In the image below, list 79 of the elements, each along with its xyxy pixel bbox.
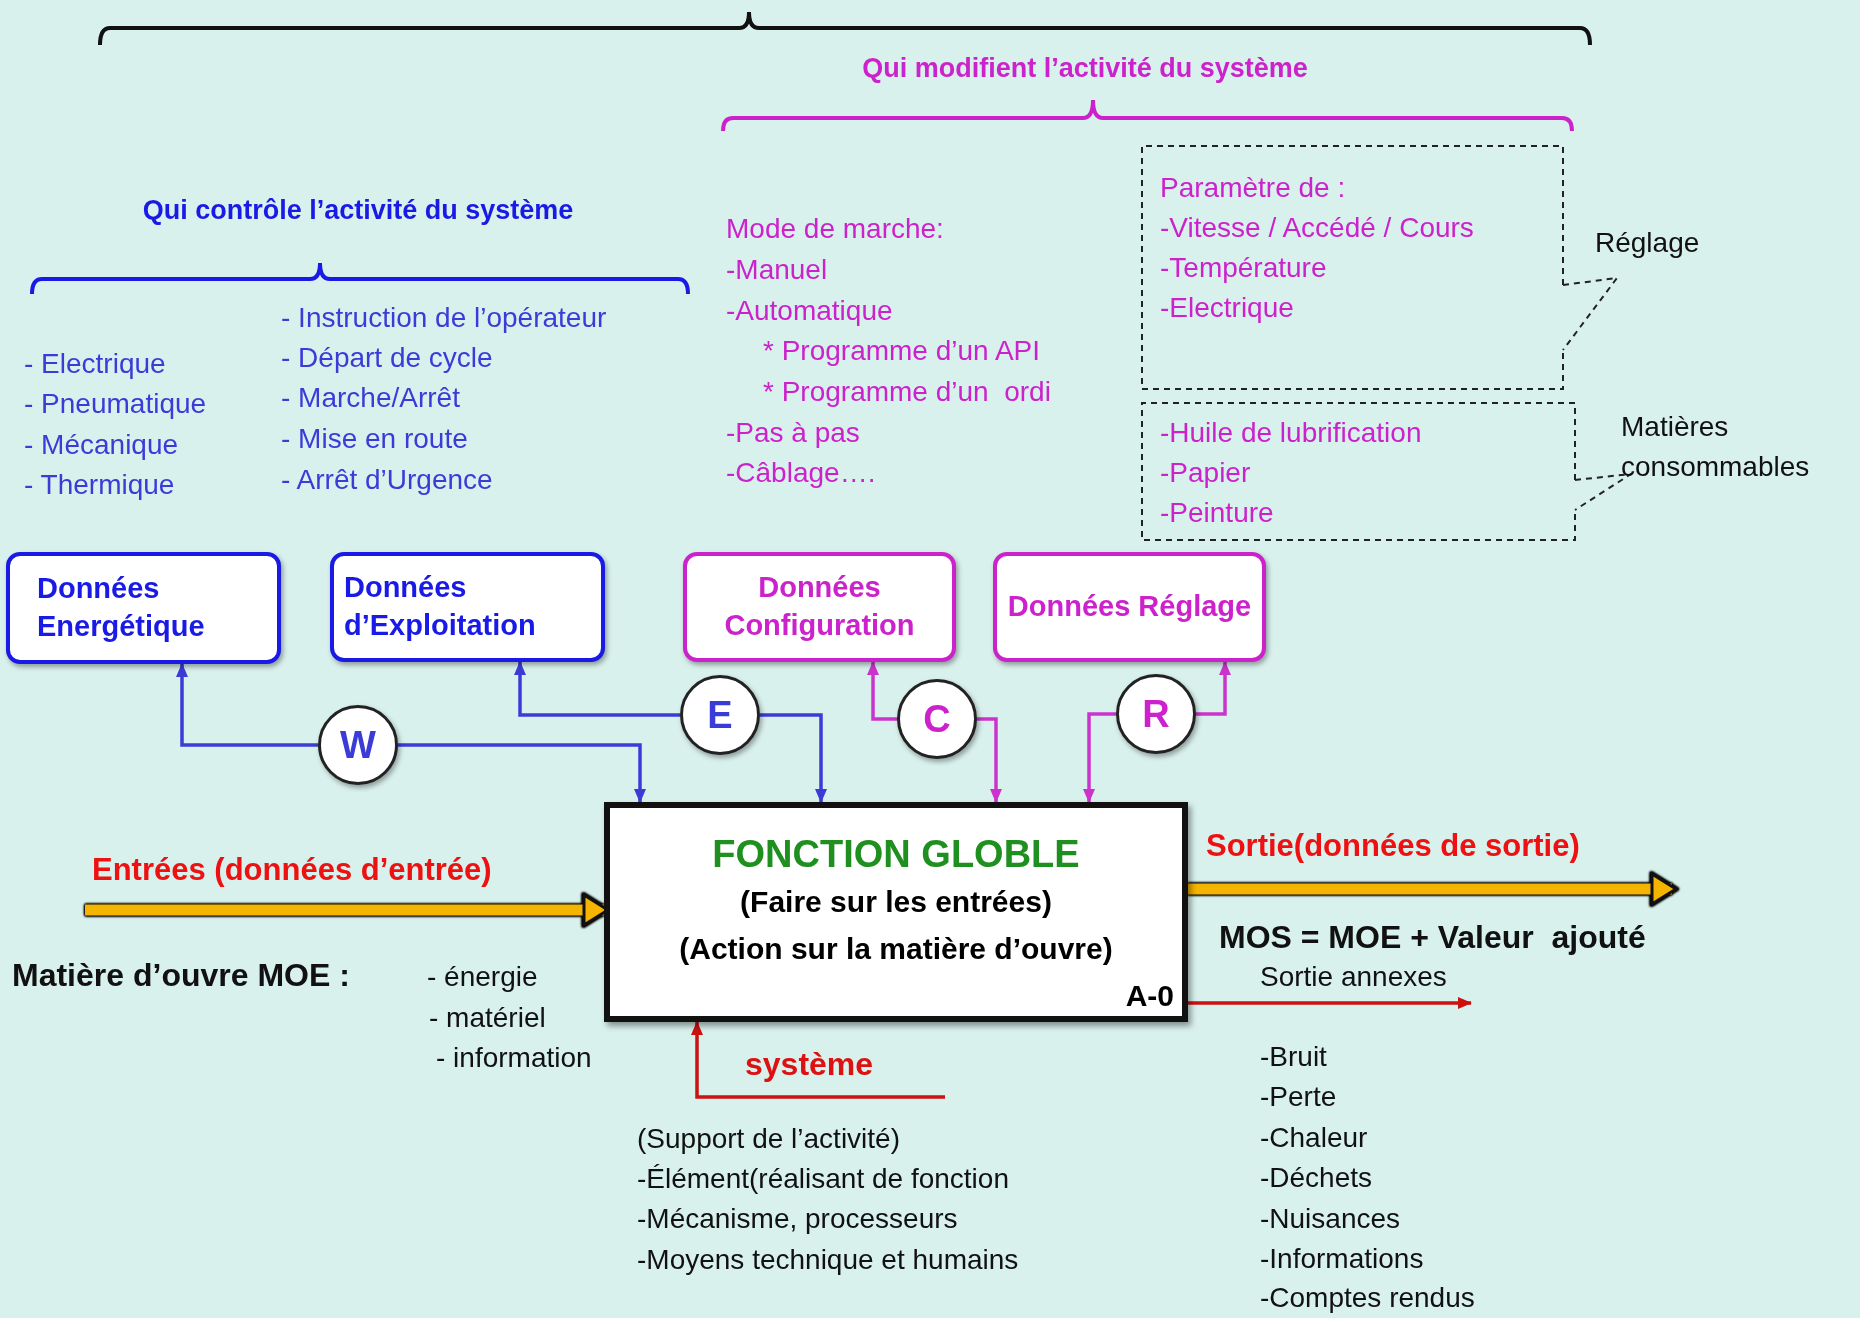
diagram-code: A-0: [1124, 978, 1174, 1014]
circle-node: [1116, 674, 1196, 754]
data-box: [330, 552, 605, 662]
edge-label: Sortie(données de sortie): [1206, 828, 1580, 864]
list-item: - Electrique: [24, 347, 166, 381]
list-item: - Marche/Arrêt: [281, 381, 460, 415]
edge-label: Entrées (données d’entrée): [92, 852, 492, 888]
list-item: -Papier: [1160, 456, 1252, 490]
circle-node: [318, 705, 398, 785]
list-item: -Élément(réalisant de fonction: [637, 1162, 1009, 1196]
list-item: -Vitesse / Accédé / Cours: [1160, 211, 1475, 245]
arrow: [1188, 997, 1472, 1009]
circle-letter: R: [1142, 692, 1170, 736]
callout-label: Matières consommables: [1621, 410, 1811, 484]
bold-note: Matière d’ouvre MOE :: [12, 956, 350, 994]
edge-label: système: [745, 1045, 874, 1083]
arrow: [691, 1021, 945, 1099]
list-item: - Départ de cycle: [281, 341, 493, 375]
circle-node: [897, 679, 977, 759]
box-title: Données Réglage: [1007, 589, 1252, 625]
arrow: [760, 713, 827, 803]
data-box: [6, 552, 281, 664]
list-item: Mode de marche:: [726, 212, 944, 246]
circle-letter: W: [340, 723, 376, 767]
box-title: Données Energétique: [37, 571, 206, 644]
list-item: * Programme d’un API: [763, 334, 1041, 368]
list-item: - énergie: [427, 960, 538, 994]
list-item: - information: [436, 1041, 592, 1075]
box-title: Données Configuration: [723, 570, 916, 643]
function-text: (Action sur la matière d’ouvre): [678, 931, 1114, 967]
list-item: -Bruit: [1260, 1040, 1327, 1074]
arrow: [176, 663, 318, 747]
list-item: -Chaleur: [1260, 1121, 1368, 1155]
list-item: -Moyens technique et humains: [637, 1243, 1019, 1277]
flow-arrow: [1188, 872, 1678, 906]
list-item: - Instruction de l’opérateur: [281, 301, 607, 335]
circle-node: [680, 675, 760, 755]
list-item: -Température: [1160, 251, 1328, 285]
group-heading: Qui modifient l’activité du système: [862, 53, 1308, 85]
box-title: Données d’Exploitation: [344, 570, 537, 643]
function-title: FONCTION GLOBLE: [711, 832, 1081, 877]
list-item: -Huile de lubrification: [1160, 416, 1423, 450]
list-item: - Mise en route: [281, 422, 468, 456]
callout-label: Réglage: [1595, 226, 1701, 260]
function-text: (Faire sur les entrées): [739, 884, 1053, 920]
function-box: [604, 802, 1188, 1022]
arrow: [977, 717, 1002, 803]
circle-letter: E: [707, 693, 733, 737]
list-item: - Pneumatique: [24, 387, 207, 421]
edge-label: Sortie annexes: [1260, 960, 1447, 994]
list-item: -Automatique: [726, 294, 893, 328]
circle-letter: C: [923, 697, 951, 741]
list-item: -Informations: [1260, 1242, 1424, 1276]
list-item: -Peinture: [1160, 496, 1275, 530]
list-item: -Déchets: [1260, 1161, 1373, 1195]
list-item: - Mécanique: [24, 428, 179, 462]
data-box: [993, 552, 1266, 662]
list-item: -Comptes rendus: [1260, 1281, 1475, 1315]
list-item: - Thermique: [24, 468, 175, 502]
arrow: [398, 743, 646, 803]
arrow: [1196, 661, 1231, 716]
list-item: -Câblage….: [726, 456, 876, 490]
list-item: * Programme d’un ordi: [763, 375, 1051, 409]
list-item: - matériel: [429, 1001, 546, 1035]
list-item: Paramètre de :: [1160, 171, 1347, 205]
list-item: -Pas à pas: [726, 416, 860, 450]
arrow: [867, 661, 897, 721]
arrow: [1083, 712, 1116, 803]
list-item: -Mécanisme, processeurs: [637, 1202, 958, 1236]
list-item: - Arrêt d’Urgence: [281, 463, 493, 497]
list-item: -Electrique: [1160, 291, 1295, 325]
data-box: [683, 552, 956, 662]
list-item: -Perte: [1260, 1080, 1337, 1114]
bold-note: MOS = MOE + Valeur ajouté: [1219, 918, 1646, 956]
list-item: (Support de l’activité): [637, 1122, 900, 1156]
group-heading: Qui contrôle l’activité du système: [142, 195, 574, 227]
list-item: -Manuel: [726, 253, 828, 287]
arrow: [514, 661, 680, 717]
list-item: -Nuisances: [1260, 1202, 1401, 1236]
